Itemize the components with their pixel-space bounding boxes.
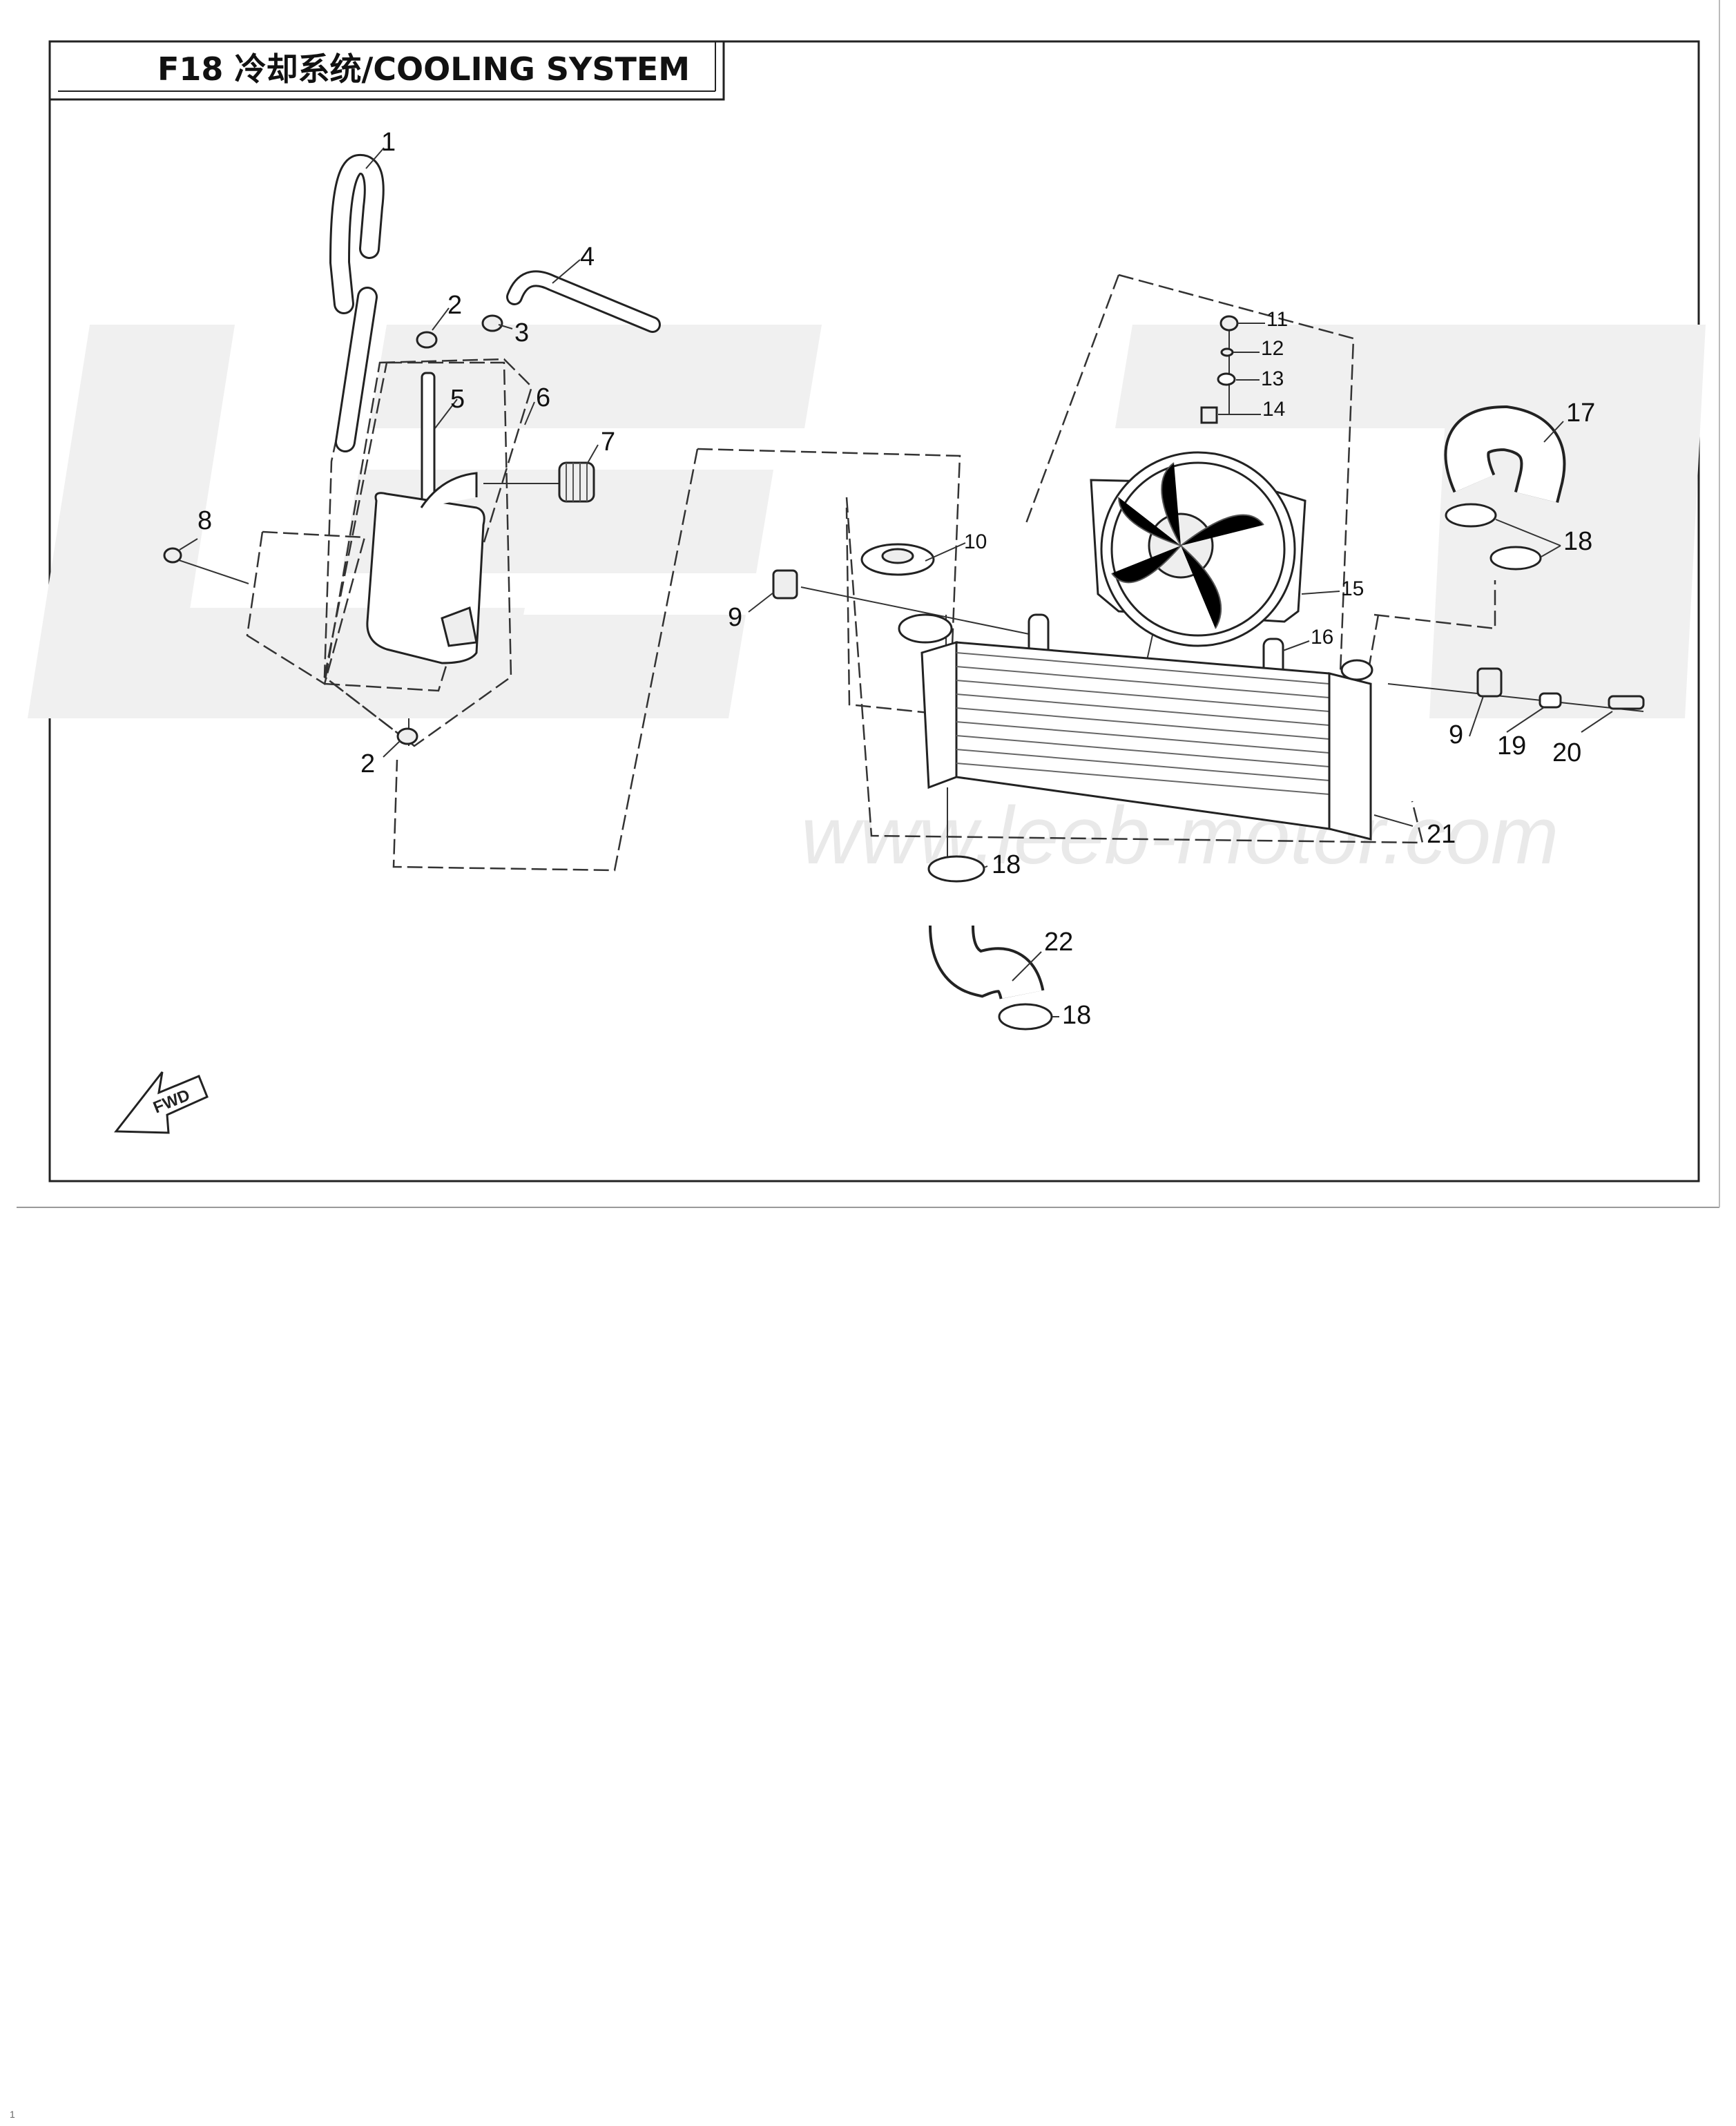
page-marker: 1 bbox=[10, 2109, 15, 2120]
hose-clamp-18-c bbox=[927, 855, 985, 883]
callout-21: 21 bbox=[1427, 820, 1456, 849]
coolant-reservoir-6 bbox=[366, 472, 485, 664]
hose-clamp-18-d bbox=[998, 1003, 1053, 1031]
callout-1: 1 bbox=[381, 128, 396, 157]
callout-9-right: 9 bbox=[1449, 720, 1463, 749]
callout-labels: 1 2 2 3 4 5 6 7 8 9 9 10 11 12 13 14 15 … bbox=[197, 128, 1595, 1030]
title-box: F18 冷却系统/COOLING SYSTEM bbox=[50, 41, 725, 101]
reservoir-cap-7 bbox=[558, 461, 595, 503]
callout-18-right: 18 bbox=[1563, 527, 1592, 556]
callout-11: 11 bbox=[1266, 308, 1288, 331]
grommet-9-right bbox=[1476, 667, 1503, 698]
radiator-hose-22 bbox=[929, 924, 1045, 1001]
pipe-5 bbox=[421, 372, 436, 506]
callout-22: 22 bbox=[1044, 928, 1073, 957]
callout-20: 20 bbox=[1552, 738, 1581, 767]
callout-8: 8 bbox=[197, 506, 212, 535]
fwd-arrow-icon: FWD bbox=[113, 1071, 209, 1134]
callout-17: 17 bbox=[1566, 399, 1595, 428]
callout-7: 7 bbox=[601, 428, 615, 457]
callout-leaders bbox=[179, 147, 1613, 1017]
callout-18-bottom: 18 bbox=[1062, 1001, 1091, 1030]
collar-19 bbox=[1539, 692, 1562, 709]
hose-clamp-18-b bbox=[1489, 546, 1542, 571]
callout-15: 15 bbox=[1341, 577, 1364, 600]
hose-clamp-3 bbox=[481, 314, 503, 332]
nut-14 bbox=[1200, 406, 1218, 424]
bolt-8 bbox=[163, 547, 182, 564]
callout-9-left: 9 bbox=[728, 603, 742, 632]
callout-19: 19 bbox=[1497, 731, 1526, 760]
callout-13: 13 bbox=[1261, 367, 1284, 390]
callout-2-lower: 2 bbox=[360, 749, 375, 778]
hose-clamp-18-a bbox=[1445, 503, 1497, 528]
radiator-hose-17 bbox=[1444, 405, 1566, 504]
hose-clamp-2-lower bbox=[396, 727, 418, 745]
callout-5: 5 bbox=[450, 385, 465, 414]
hose-4 bbox=[506, 270, 661, 333]
washer-13 bbox=[1217, 372, 1236, 386]
page-title: F18 冷却系统/COOLING SYSTEM bbox=[157, 50, 690, 88]
radiator-21 bbox=[898, 613, 1373, 841]
callout-18-middle: 18 bbox=[992, 850, 1021, 879]
callout-12: 12 bbox=[1261, 337, 1284, 360]
grommet-9-left bbox=[772, 569, 798, 600]
callout-4: 4 bbox=[580, 242, 595, 271]
callout-14: 14 bbox=[1262, 398, 1285, 421]
cooling-fan-15 bbox=[1090, 451, 1306, 647]
callout-10: 10 bbox=[964, 530, 987, 553]
callout-3: 3 bbox=[514, 318, 529, 347]
hose-clamp-2-upper bbox=[416, 331, 438, 349]
washer-12 bbox=[1220, 347, 1234, 357]
callout-16: 16 bbox=[1311, 626, 1333, 649]
radiator-cap-10 bbox=[860, 543, 935, 576]
hose-1 bbox=[329, 154, 385, 452]
bolt-11 bbox=[1219, 315, 1239, 332]
bolt-20 bbox=[1608, 695, 1645, 710]
callout-6: 6 bbox=[536, 383, 550, 412]
callout-2-upper: 2 bbox=[447, 291, 462, 320]
